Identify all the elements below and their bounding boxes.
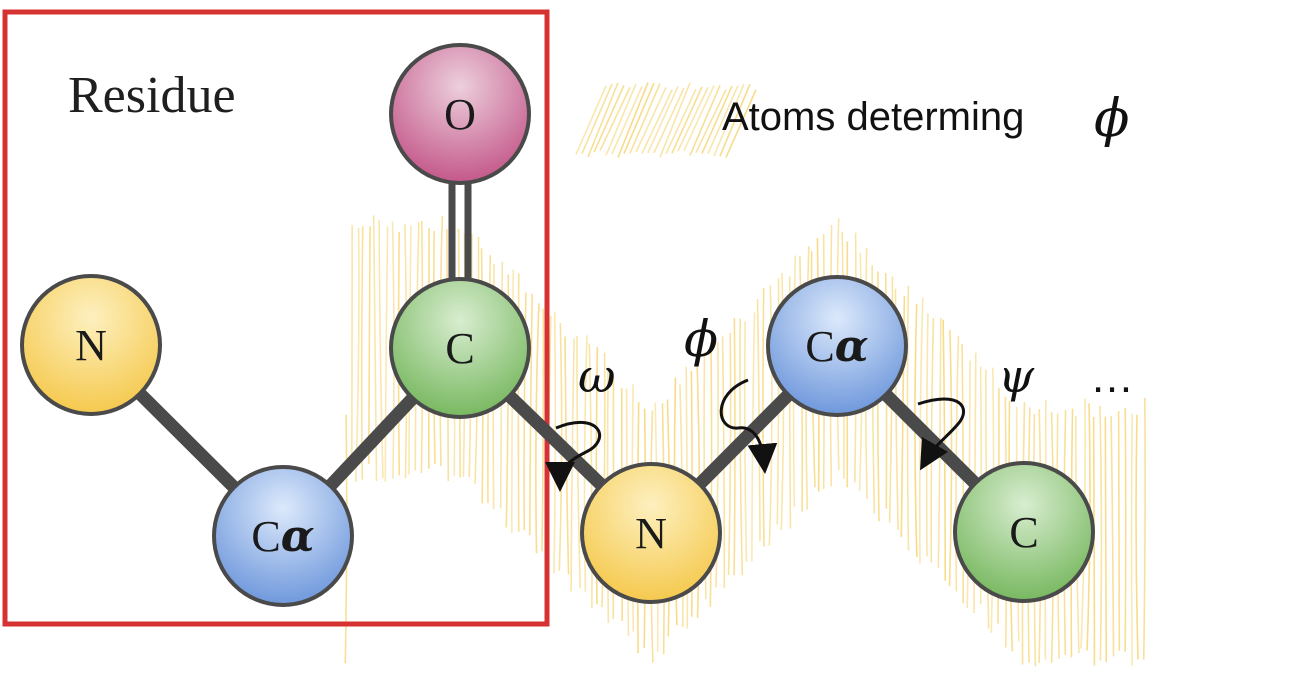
highlight-stroke [378, 219, 384, 479]
atom-c1-label: C [445, 324, 474, 373]
highlight-stroke [1124, 408, 1127, 652]
legend-swatch-stroke [707, 85, 739, 154]
atom-o1: O [389, 43, 531, 185]
atom-o1-label: O [444, 90, 476, 139]
legend-swatch-stroke [587, 82, 619, 158]
psi-label: ψ [998, 349, 1035, 403]
chain-continuation-ellipsis: … [1090, 353, 1134, 402]
residue-box [2, 9, 550, 627]
legend-swatch-stroke [605, 83, 637, 156]
legend-swatch-stroke [593, 84, 625, 153]
legend-swatch-stroke [665, 88, 697, 155]
legend-swatch-stroke [659, 82, 691, 158]
legend-swatch-stroke [677, 86, 709, 152]
atom-n1: N [20, 274, 162, 416]
highlight-stroke [1099, 405, 1103, 661]
atom-ca2-label: Cα [805, 321, 868, 372]
legend-swatch-stroke [713, 83, 745, 157]
legend-swatch-stroke [617, 82, 649, 158]
phi-label: ϕ [684, 310, 718, 368]
residue-label: Residue [68, 67, 236, 124]
highlight-stroke [1142, 397, 1146, 660]
torsion-arrows [545, 378, 965, 492]
highlight-stroke [372, 215, 378, 482]
legend-swatch-stroke [689, 84, 721, 156]
legend-swatch-stroke [599, 86, 631, 151]
legend-swatch-stroke [671, 86, 703, 154]
legend-phi-symbol: ϕ [1094, 89, 1129, 149]
atom-c2: C [953, 461, 1095, 603]
legend-swatch-stroke [641, 89, 673, 154]
highlight-stroke [1135, 414, 1139, 660]
highlight-stroke [1117, 411, 1121, 651]
highlight-stroke [367, 226, 371, 464]
atom-ca1-alpha: α [281, 511, 315, 562]
atom-ca1: Cα [212, 465, 354, 607]
atom-n1-label: N [75, 321, 107, 370]
highlight-stroke [360, 226, 364, 480]
atom-c2-label: C [1009, 508, 1038, 557]
phi-rotation-arrow [719, 378, 778, 474]
atom-ca2-alpha: α [835, 321, 869, 372]
psi-rotation-arrow [917, 397, 965, 471]
atom-n2: N [580, 462, 722, 604]
atom-ca1-element: C [251, 512, 280, 561]
atom-n2-label: N [635, 509, 667, 558]
legend-swatch-stroke [647, 86, 679, 153]
legend-swatch-stroke [611, 86, 643, 155]
highlight-stroke [354, 227, 360, 482]
legend-swatch-stroke [701, 85, 733, 154]
legend-swatch [575, 82, 757, 158]
legend-swatch-stroke [695, 89, 727, 153]
legend-swatch-stroke [581, 83, 613, 154]
legend-swatch-stroke [719, 83, 751, 157]
legend-swatch-stroke [635, 87, 667, 153]
legend-swatch-stroke [725, 89, 757, 158]
highlight-stroke [1104, 416, 1108, 662]
highlight-stroke [1130, 413, 1134, 666]
omega-label: ω [578, 349, 616, 403]
legend-swatch-stroke [629, 83, 661, 154]
legend-swatch-stroke [683, 85, 715, 152]
atom-c1: C [389, 277, 531, 419]
legend-text: Atoms determing [722, 95, 1024, 139]
atom-ca2: Cα [766, 275, 908, 417]
legend-swatch-stroke [653, 87, 685, 154]
legend-swatch-stroke [623, 82, 655, 154]
atom-ca1-label: Cα [251, 511, 314, 562]
highlight-stroke [1110, 416, 1115, 657]
double-bond-c-o [448, 180, 472, 280]
omega-rotation-arrow [545, 421, 602, 492]
atom-ca2-element: C [805, 322, 834, 371]
highlight-stroke [384, 226, 389, 482]
legend-swatch-stroke [575, 85, 607, 155]
